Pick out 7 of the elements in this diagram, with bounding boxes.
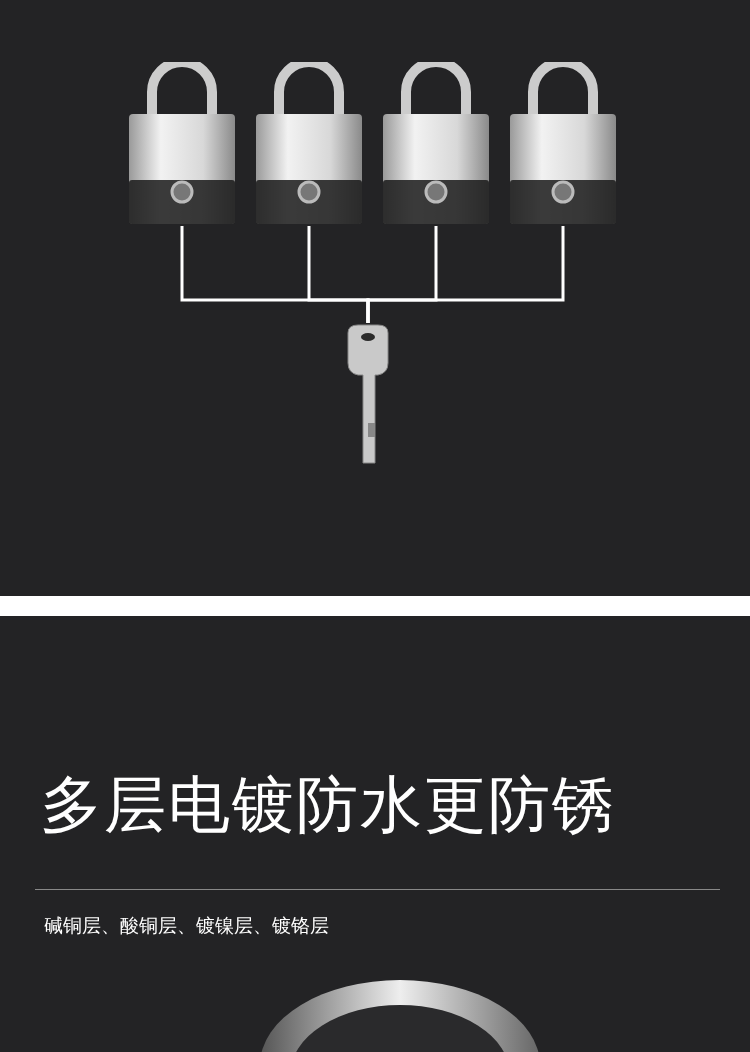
connector-line: [366, 226, 565, 323]
padlock-picture: [254, 62, 364, 226]
padlock-picture: [381, 62, 491, 226]
padlock-picture: [508, 62, 618, 226]
padlock-picture: [127, 62, 237, 226]
heading: 多层电镀防水更防锈: [40, 767, 616, 843]
subheading: 碱铜层、酸铜层、镀镍层、镀铬层: [44, 913, 329, 938]
